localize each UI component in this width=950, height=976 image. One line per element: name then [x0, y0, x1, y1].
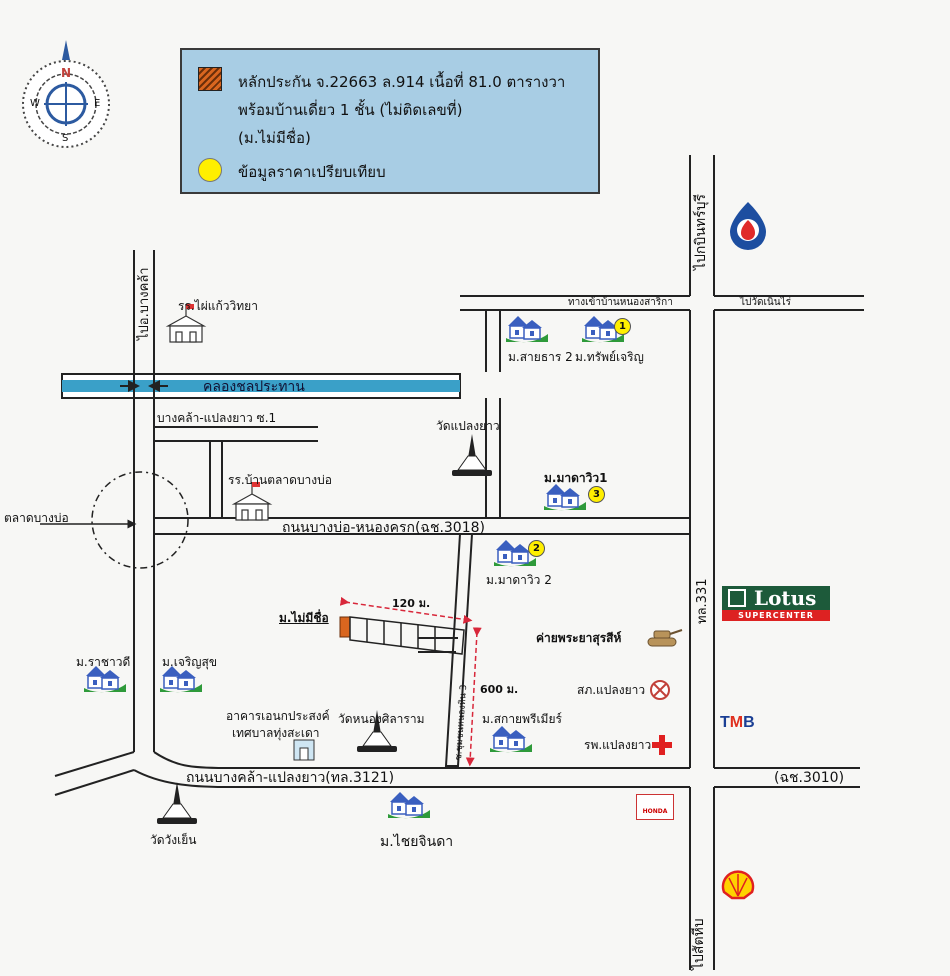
- tmb-bank-logo: TMB: [720, 714, 755, 732]
- label-moo-charoen-suk: ม.เจริญสุข: [162, 655, 218, 669]
- label-dist-600: 600 ม.: [480, 683, 519, 696]
- road-3121-north: [153, 751, 690, 769]
- house-mada-villa2-icon: [494, 540, 536, 567]
- compass-w: W: [30, 98, 40, 109]
- label-wat-plaeng-yao: วัดแปลงยาว: [436, 419, 500, 433]
- label-wat-nong-silaram: วัดหนองศิลาราม: [338, 712, 425, 726]
- road-3121-west-b: [54, 769, 135, 796]
- collateral-swatch: [198, 67, 222, 91]
- label-camp: ค่ายพระยาสุรสีห์: [536, 631, 622, 645]
- label-entrance-nong-sarika: ทางเข้าบ้านหนองสาริกา: [568, 297, 673, 308]
- honda-logo-text: HONDA: [642, 808, 668, 815]
- label-canal: คลองชลประทาน: [203, 379, 305, 395]
- label-wat-wang-yen: วัดวังเย็น: [150, 833, 197, 847]
- tmb-m: M: [729, 714, 744, 731]
- legend-collateral-line2: พร้อมบ้านเดี่ยว 1 ชั้น (ไม่ติดเลขที่): [238, 101, 463, 119]
- label-moo-mada-villa2: ม.มาดาวิว 2: [486, 573, 552, 587]
- house-saithara2-icon: [506, 316, 548, 343]
- label-no-name-village: ม.ไม่มีชื่อ: [279, 611, 329, 625]
- label-hwy-331: ทล.331: [695, 578, 710, 624]
- legend-collateral-line1: หลักประกัน จ.22663 ล.914 เนื้อที่ 81.0 ต…: [238, 73, 566, 91]
- honda-logo: HONDA: [636, 794, 674, 820]
- dist-600-arrow: [465, 627, 482, 767]
- label-moo-chai-chinda: ม.ไชยจินดา: [380, 834, 454, 850]
- label-school-ban-talat: รร.บ้านตลาดบางบ่อ: [228, 473, 332, 487]
- comparison-dot: [198, 158, 222, 182]
- label-moo-saithara2: ม.สายธาร 2: [508, 350, 573, 364]
- label-moo-sai-premier: ม.สกายพรีเมียร์: [482, 712, 562, 726]
- talat-bang-bo-circle: [91, 471, 189, 569]
- comparison-marker-3[interactable]: 3: [588, 486, 605, 503]
- label-to-wat-noen-rai: ไปวัดเนินไร่: [740, 297, 791, 308]
- lotus-supercenter-logo: Lotus SUPERCENTER: [722, 586, 830, 622]
- label-to-bang-khla: ไปอ.บางคล้า: [137, 267, 152, 340]
- school-icon: [231, 482, 273, 521]
- label-talat-bang-bo: ตลาดบางบ่อ: [4, 511, 69, 525]
- road-3121-west-a: [54, 751, 135, 777]
- compass-rose: [22, 40, 110, 148]
- compass-n: N: [61, 66, 72, 80]
- label-soi-1: บางคล้า-แปลงยาว ซ.1: [157, 411, 277, 425]
- label-road-3010: (ฉช.3010): [774, 770, 845, 786]
- house-sai-premier-icon: [490, 726, 532, 753]
- label-school-phai-kaeo: รร.ไผ่แก้ววิทยา: [178, 299, 258, 313]
- road-3121-south: [133, 769, 690, 788]
- label-to-kabin-buri: ไปกบินทร์บุรี: [693, 193, 709, 270]
- temple-icon: [452, 434, 492, 476]
- label-police: สภ.แปลงยาว: [577, 683, 646, 697]
- map-legend: หลักประกัน จ.22663 ล.914 เนื้อที่ 81.0 ต…: [180, 48, 600, 194]
- compass-s: S: [62, 133, 69, 144]
- temple-icon: [357, 710, 397, 752]
- tmb-t: T: [720, 714, 730, 731]
- ptt-gas-station-icon: [730, 202, 766, 250]
- village-house-group: [84, 316, 624, 819]
- house-mada-villa1-icon: [544, 484, 586, 511]
- label-multipurpose-2: เทศบาลทุ่งสะเดา: [232, 726, 320, 740]
- label-moo-mada-villa1: ม.มาดาวิว1: [544, 471, 608, 485]
- comparison-marker-1[interactable]: 1: [614, 318, 631, 335]
- house-chai-chinda-icon: [388, 792, 430, 819]
- lotus-logo-sub: SUPERCENTER: [722, 610, 830, 621]
- legend-comparison: ข้อมูลราคาเปรียบเทียบ: [238, 163, 386, 181]
- dist-120-arrow: [339, 596, 473, 624]
- collateral-plot: [339, 616, 351, 638]
- label-hospital: รพ.แปลงยาว: [584, 738, 652, 752]
- house-charoen-suk-icon: [160, 666, 202, 693]
- tmb-b: B: [743, 714, 755, 731]
- label-road-3018: ถนนบางบ่อ-หนองครก(ฉช.3018): [282, 520, 485, 536]
- legend-collateral-line3: (ม.ไม่มีชื่อ): [238, 129, 311, 147]
- comparison-marker-2[interactable]: 2: [528, 540, 545, 557]
- lotus-mark-icon: [728, 589, 746, 607]
- shell-gas-station-icon: [721, 870, 755, 900]
- hospital-cross-icon: [652, 735, 672, 755]
- house-sap-charoen-icon: [582, 316, 624, 343]
- lotus-logo-text: Lotus: [754, 586, 817, 610]
- label-road-3121: ถนนบางคล้า-แปลงยาว(ทล.3121): [186, 770, 395, 786]
- canal-water: [62, 380, 460, 392]
- plot-row: [349, 616, 465, 655]
- label-dist-120: 120 ม.: [392, 597, 431, 610]
- label-moo-sap-charoen: ม.ทรัพย์เจริญ: [575, 350, 644, 364]
- label-multipurpose-1: อาคารเอนกประสงค์: [226, 709, 330, 723]
- building-icon: [293, 739, 315, 761]
- temple-icon: [157, 782, 197, 824]
- road-soi-nong-hin: [444, 533, 474, 767]
- label-to-sattahip: ไปสัตหีบ: [691, 918, 707, 970]
- house-rachawadee-icon: [84, 666, 126, 693]
- school-icon: [165, 304, 207, 343]
- tank-icon: [647, 629, 683, 647]
- police-badge-icon: [650, 680, 670, 700]
- compass-e: E: [94, 98, 101, 109]
- label-moo-rachawadee: ม.ราชาวดี: [76, 655, 131, 669]
